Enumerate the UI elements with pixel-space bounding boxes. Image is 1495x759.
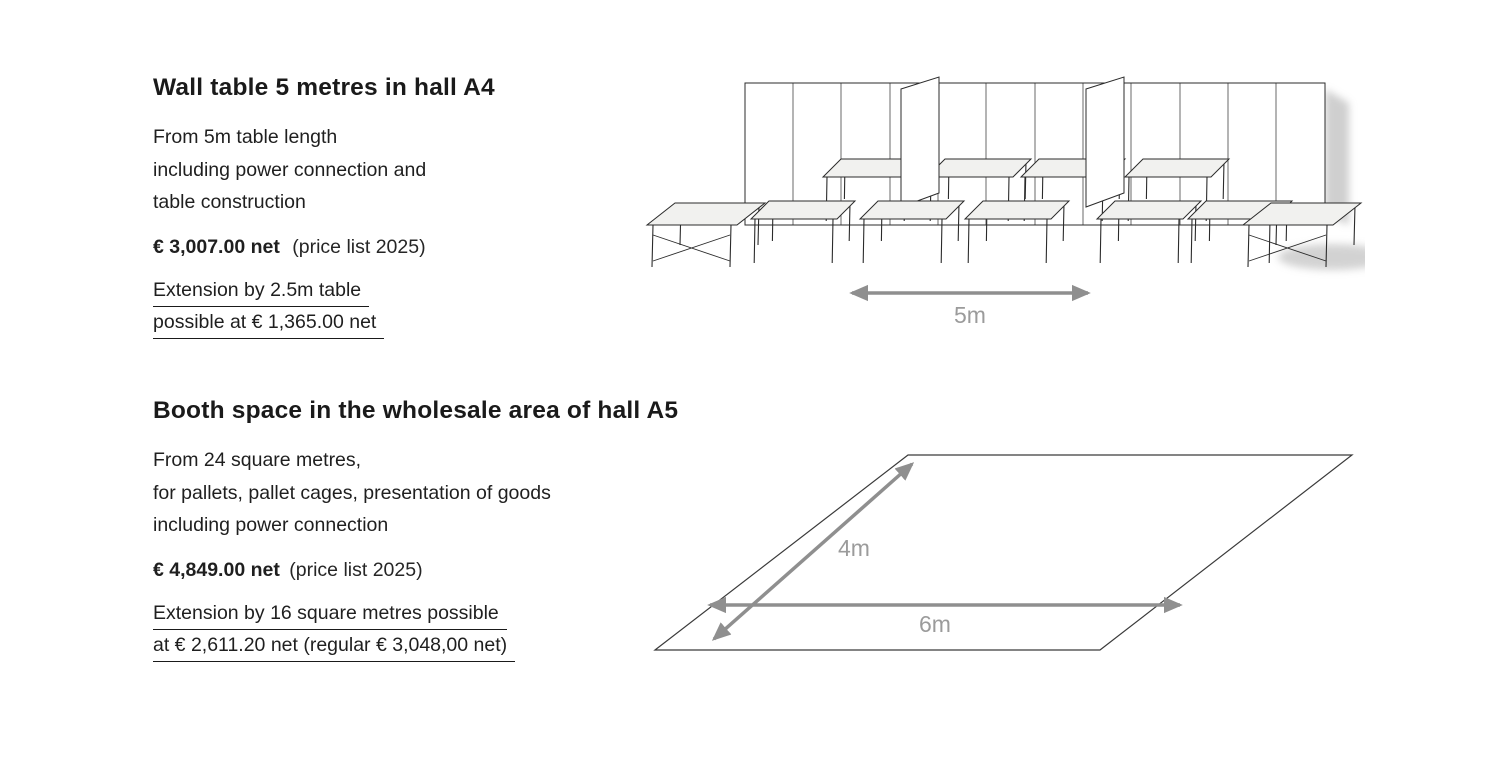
price-note: (price list 2025)	[292, 235, 426, 258]
wall-table-description: From 5m table length including power con…	[153, 121, 728, 219]
extension-line: possible at € 1,365.00 net	[153, 309, 385, 339]
wall-table-diagram: 5m	[646, 76, 1365, 328]
floor-shadow	[1278, 244, 1365, 270]
booth-space-title: Booth space in the wholesale area of hal…	[153, 397, 679, 424]
price-value: € 3,007.00 net	[153, 235, 280, 258]
booth-space-description: From 24 square metres, for pallets, pall…	[153, 444, 728, 542]
description-line: including power connection	[153, 514, 389, 536]
wall-table-price-line: € 3,007.00 net (price list 2025)	[153, 233, 728, 261]
extension-line: at € 2,611.20 net (regular € 3,048,00 ne…	[153, 632, 516, 662]
description-line: including power connection and	[153, 158, 427, 181]
booth-space-price-line: € 4,849.00 net (price list 2025)	[153, 556, 728, 584]
wall-shadow	[1325, 89, 1349, 225]
description-line: for pallets, pallet cages, presentation …	[153, 481, 551, 504]
extension-line: Extension by 16 square metres possible	[153, 600, 507, 630]
booth-space-extension: Extension by 16 square metres possible a…	[153, 600, 728, 662]
dimension-label-5m: 5m	[954, 302, 986, 328]
wall-table-extension: Extension by 2.5m table possible at € 1,…	[153, 277, 728, 339]
description-line: From 5m table length	[153, 126, 338, 148]
divider-panels	[900, 76, 1125, 208]
dimension-label-6m: 6m	[919, 611, 951, 637]
description-line: From 24 square metres,	[153, 449, 362, 471]
booth-space-diagram: 4m 6m	[653, 454, 1354, 651]
price-value: € 4,849.00 net	[153, 558, 280, 581]
dimension-label-4m: 4m	[838, 535, 870, 561]
wall-table-title: Wall table 5 metres in hall A4	[153, 74, 495, 101]
extension-line: Extension by 2.5m table	[153, 277, 370, 307]
price-note: (price list 2025)	[289, 558, 423, 581]
front-table-row	[646, 200, 1362, 268]
description-line: table construction	[153, 191, 306, 213]
wall-table-section: Wall table 5 metres in hall A4 From 5m t…	[153, 73, 728, 341]
booth-space-section: Booth space in the wholesale area of hal…	[153, 396, 728, 664]
floor-outline	[653, 454, 1354, 651]
